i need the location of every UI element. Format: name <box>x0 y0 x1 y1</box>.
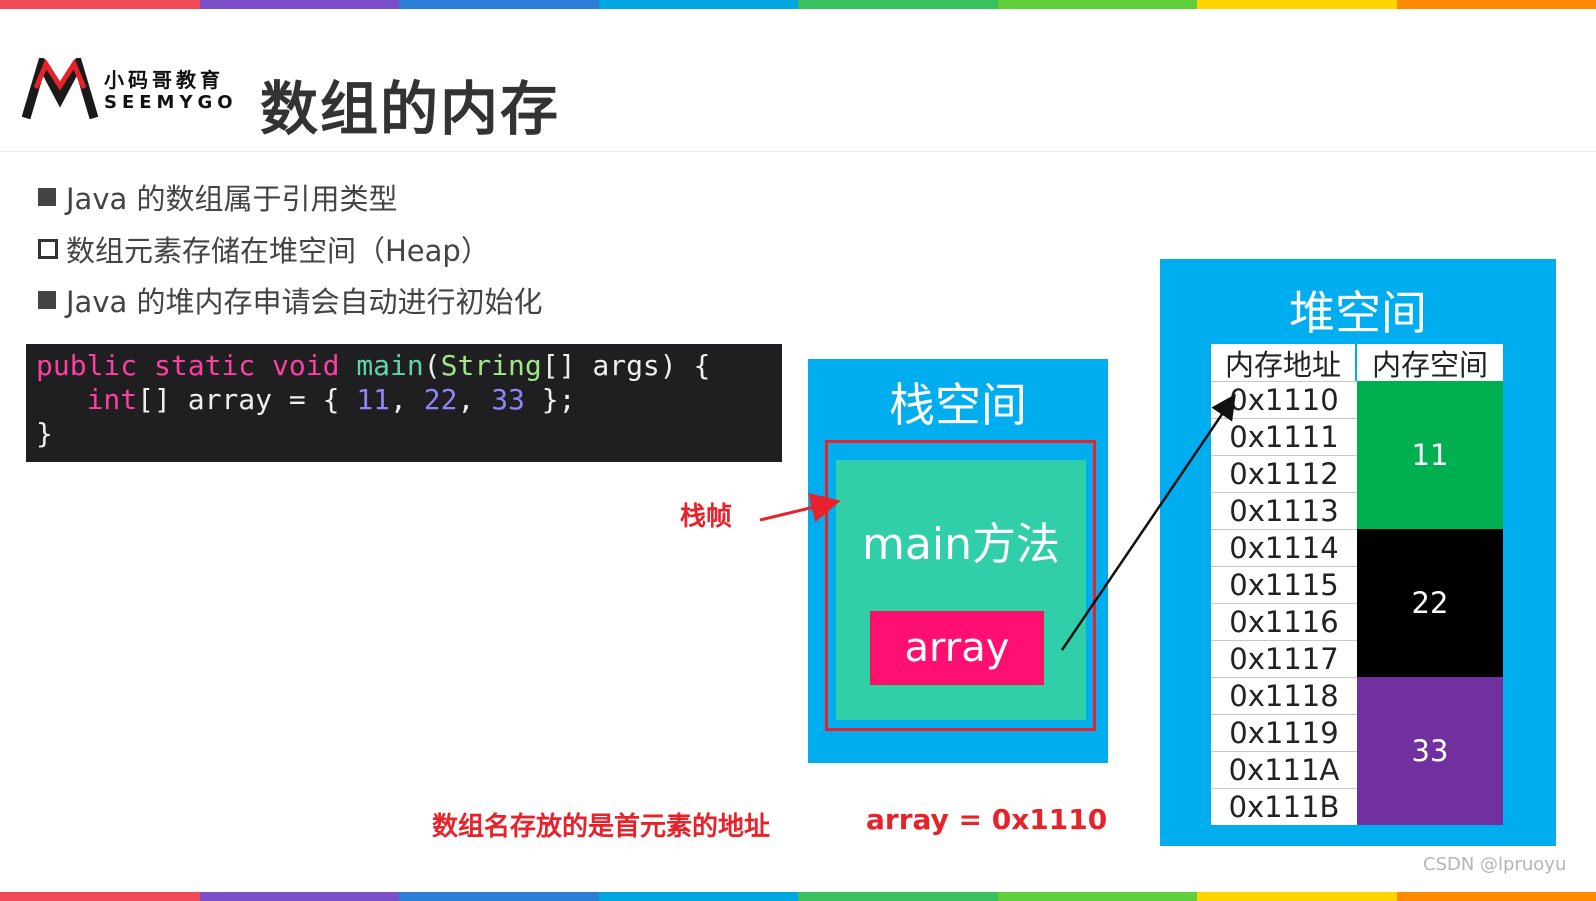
stack-space-title: 栈空间 <box>889 378 1027 432</box>
code-punct: } <box>36 417 53 450</box>
reference-arrow <box>1060 393 1236 651</box>
logo-cn-text: 小码哥教育 <box>104 68 224 92</box>
stack-frame-note: 栈帧 <box>680 502 733 532</box>
filled-square-icon <box>38 291 56 309</box>
stripe-segment <box>997 892 1197 901</box>
stripe-segment <box>1197 892 1397 901</box>
stripe-segment <box>0 0 200 9</box>
stripe-segment <box>598 0 798 9</box>
stripe-segment <box>1396 0 1596 9</box>
address-cell: 0x1114 <box>1211 529 1357 566</box>
stripe-segment <box>199 0 399 9</box>
address-cell: 0x1113 <box>1211 492 1357 529</box>
code-text: [] array = { <box>137 383 357 416</box>
stripe-segment <box>1197 0 1397 9</box>
bullet-text: 数组元素存储在堆空间（Heap） <box>66 234 490 268</box>
top-color-stripe <box>0 0 1596 9</box>
code-line: public static void main(String[] args) { <box>36 349 772 383</box>
logo-en-text: SEEMYGO <box>104 92 238 113</box>
bullet-text: Java 的数组属于引用类型 <box>66 182 398 216</box>
stripe-segment <box>1396 892 1596 901</box>
memory-table: 内存地址 内存空间 0x1110 0x1111 0x1112 0x1113 0x… <box>1211 344 1503 825</box>
hollow-square-icon <box>38 239 58 259</box>
code-line: int[] array = { 11, 22, 33 }; <box>36 383 772 417</box>
code-keyword: static <box>154 349 256 382</box>
address-cell: 0x1117 <box>1211 640 1357 677</box>
code-keyword: void <box>272 349 340 382</box>
code-keyword: int <box>86 383 138 416</box>
code-function: main <box>356 349 424 382</box>
frame-pointer-arrow <box>759 493 841 523</box>
stripe-segment <box>199 892 399 901</box>
code-punct: ( <box>423 349 441 382</box>
value-cell-2: 33 <box>1357 677 1503 825</box>
value-cell-1: 22 <box>1357 529 1503 677</box>
space-column-header: 内存空间 <box>1357 344 1503 382</box>
code-type: String <box>440 349 542 382</box>
header-divider <box>0 151 1596 152</box>
array-variable-label: array <box>904 625 1010 671</box>
main-method-frame: main方法 array <box>836 460 1086 720</box>
code-keyword: public <box>36 349 138 382</box>
stripe-segment <box>798 892 998 901</box>
code-text: [] args) { <box>541 349 711 382</box>
address-column-header: 内存地址 <box>1211 344 1357 382</box>
stack-frame-border <box>825 440 1096 731</box>
code-text: }; <box>524 383 576 416</box>
code-punct: , <box>390 383 424 416</box>
address-cell: 0x1115 <box>1211 566 1357 603</box>
page-title: 数组的内存 <box>260 75 561 143</box>
bullet-item: Java 的堆内存申请会自动进行初始化 <box>38 280 542 320</box>
code-punct: , <box>457 383 492 416</box>
address-cell: 0x111A <box>1211 751 1357 788</box>
main-method-label: main方法 <box>862 519 1060 570</box>
code-number: 11 <box>356 383 391 416</box>
stripe-segment <box>399 0 599 9</box>
bullet-text: Java 的堆内存申请会自动进行初始化 <box>66 285 543 319</box>
address-cell: 0x1119 <box>1211 714 1357 751</box>
code-number: 33 <box>491 383 525 416</box>
filled-square-icon <box>38 188 56 206</box>
address-cell: 0x1118 <box>1211 677 1357 714</box>
code-block: public static void main(String[] args) {… <box>26 344 782 462</box>
code-number: 22 <box>423 383 458 416</box>
stripe-segment <box>598 892 798 901</box>
stripe-segment <box>399 892 599 901</box>
stripe-segment <box>798 0 998 9</box>
address-cell: 0x1111 <box>1211 418 1357 455</box>
array-address-equation: array = 0x1110 <box>866 803 1108 836</box>
address-cell: 0x1116 <box>1211 603 1357 640</box>
address-cell: 0x1112 <box>1211 455 1357 492</box>
array-variable-box: array <box>871 612 1043 684</box>
bullet-item: Java 的数组属于引用类型 <box>38 177 397 217</box>
value-cell-0: 11 <box>1357 381 1503 529</box>
bullet-item: 数组元素存储在堆空间（Heap） <box>38 229 490 269</box>
heap-space-box: 堆空间 内存地址 内存空间 0x1110 0x1111 0x1112 0x111… <box>1160 259 1556 846</box>
code-line: } <box>36 417 772 451</box>
array-name-caption: 数组名存放的是首元素的地址 <box>432 812 771 842</box>
logo-mark-icon <box>22 58 99 120</box>
stripe-segment <box>0 892 200 901</box>
heap-space-title: 堆空间 <box>1289 286 1427 340</box>
seemygo-logo: 小码哥教育 SEEMYGO <box>22 58 233 124</box>
stack-space-box: 栈空间 main方法 array <box>808 359 1108 763</box>
bottom-color-stripe <box>0 892 1596 901</box>
stripe-segment <box>997 0 1197 9</box>
csdn-watermark: CSDN @lpruoyu <box>1423 854 1567 875</box>
address-cell: 0x111B <box>1211 788 1357 825</box>
